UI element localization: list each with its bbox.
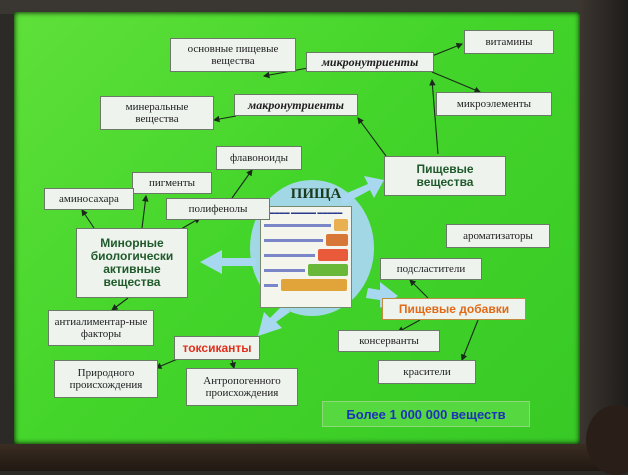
- node-minornye: Минорные биологически активные вещества: [76, 228, 188, 298]
- audience-head-silhouette: [586, 405, 628, 475]
- node-prirodnogo: Природного происхождения: [54, 360, 158, 398]
- node-osnovnye: основные пищевые вещества: [170, 38, 296, 72]
- thick-arrow-right: [366, 282, 398, 308]
- room-background-top: [0, 0, 628, 14]
- node-mineralnye: минеральные вещества: [100, 96, 214, 130]
- link-dobavki-podslastiteli: [409, 279, 429, 299]
- node-makronutrienty: макронутриенты: [234, 94, 358, 116]
- node-krasiteli: красители: [378, 360, 476, 384]
- link-minor-antialimentarnye: [111, 297, 129, 311]
- node-vitaminy: витамины: [464, 30, 554, 54]
- node-mikroelementy: микроэлементы: [436, 92, 552, 116]
- node-pishchevye-veshchestva: Пищевые вещества: [384, 156, 506, 196]
- node-flavonoidy: флавоноиды: [216, 146, 302, 170]
- node-pishchevye-dobavki: Пищевые добавки: [382, 298, 526, 320]
- link-dobavki-krasiteli: [460, 319, 479, 362]
- link-toks-antropogennogo: [229, 359, 236, 370]
- node-aminosahara: аминосахара: [44, 188, 134, 210]
- room-wall-right: [580, 0, 628, 471]
- node-aromatizatory: ароматизаторы: [446, 224, 550, 248]
- pyramid-caption-graphic: ▬▬▬▬ ▬▬▬▬▬ ▬▬▬▬▬: [269, 210, 343, 216]
- node-polifenoly: полифенолы: [166, 198, 270, 220]
- link-mikro-mikroelementy: [431, 71, 482, 93]
- room-floor: [0, 444, 628, 471]
- link-minor-aminosahara: [81, 209, 95, 229]
- node-pigmenty: пигменты: [132, 172, 212, 194]
- link-mikro-vitaminy: [431, 42, 464, 57]
- node-podslastiteli: подсластители: [380, 258, 482, 280]
- node-antropogennogo: Антропогенного происхождения: [186, 368, 298, 406]
- link-makro-mineralnye: [212, 115, 237, 123]
- node-antialimentarnye: антиалиментар-ные факторы: [48, 310, 154, 346]
- link-polifenoly-flavonoidy: [231, 169, 253, 199]
- link-pishch-makro: [357, 117, 387, 157]
- node-konservanty: консерванты: [338, 330, 440, 352]
- footer-caption: Более 1 000 000 веществ: [322, 401, 530, 427]
- node-toksikanty: токсиканты: [174, 336, 260, 360]
- link-mikro-osnovnye: [262, 67, 309, 79]
- link-minor-pigmenty: [141, 194, 149, 229]
- link-pishch-mikro: [429, 78, 439, 155]
- node-mikronutrienty: микронутриенты: [306, 52, 434, 72]
- thick-arrow-left: [200, 250, 256, 274]
- center-title: ПИЩА: [290, 186, 342, 202]
- food-pyramid-image: ▬▬▬▬ ▬▬▬▬▬ ▬▬▬▬▬: [260, 206, 352, 308]
- thick-arrow-down-left: [258, 306, 290, 336]
